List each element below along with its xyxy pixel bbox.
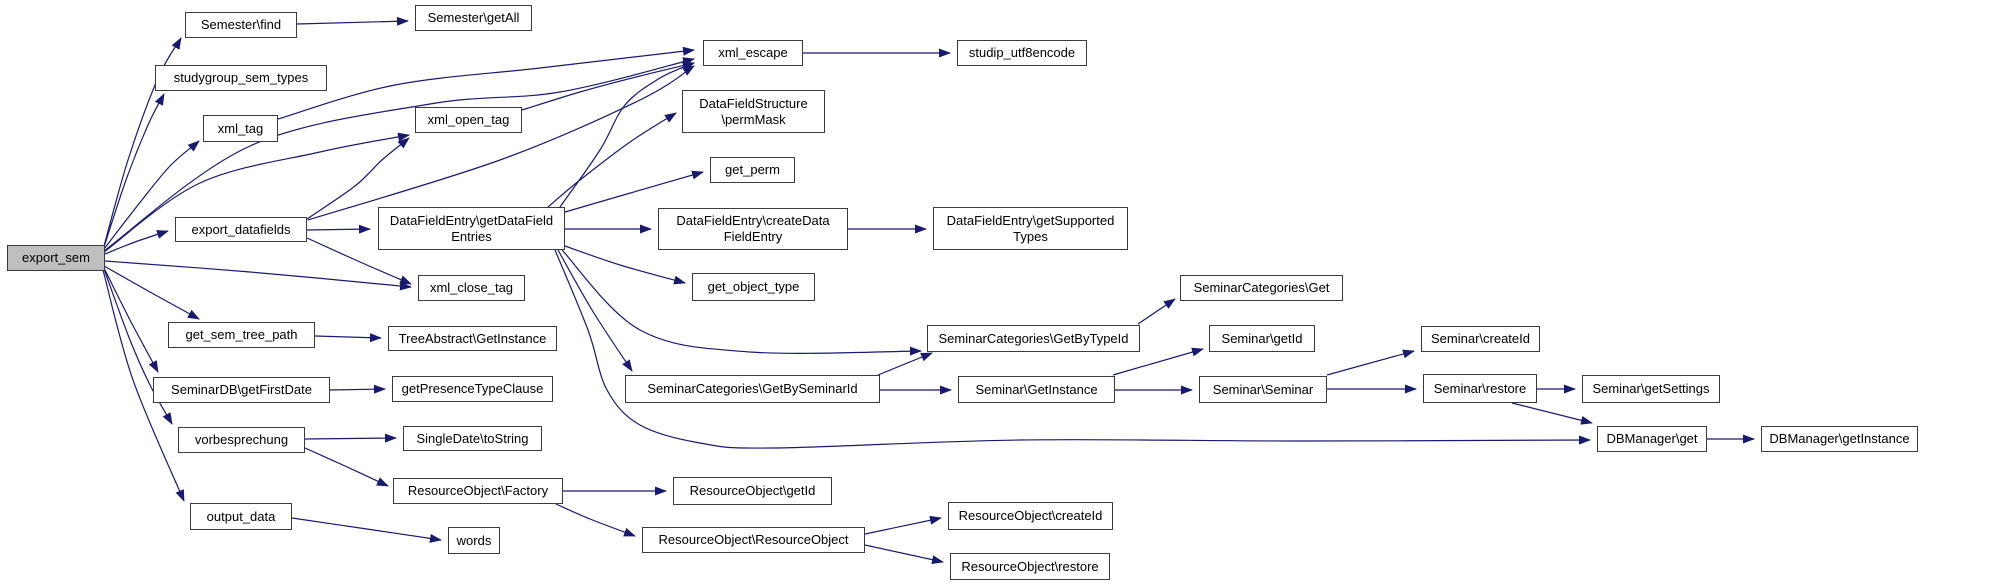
node-dbmanager_getinstance[interactable]: DBManager\getInstance (1761, 426, 1918, 452)
edge-semester_find--semester_getall (296, 16, 409, 26)
edge-dfe_getdatafieldentries--get_object_type (564, 245, 686, 285)
edge-export_sem--xml_escape (103, 57, 695, 252)
node-get_sem_tree_path[interactable]: get_sem_tree_path (168, 322, 315, 348)
node-resourceobject_restore[interactable]: ResourceObject\restore (950, 553, 1110, 580)
node-treeabstract_getinstance[interactable]: TreeAbstract\GetInstance (388, 326, 557, 351)
edge-dfe_getdatafieldentries--get_perm (564, 170, 704, 213)
node-studip_utf8encode[interactable]: studip_utf8encode (957, 40, 1087, 66)
edge-export_sem--vorbesprechung (103, 268, 173, 425)
edge-dfe_getdatafieldentries--seminarcategories_getbyseminarid (557, 249, 633, 372)
node-seminar_getid[interactable]: Seminar\getId (1209, 325, 1315, 352)
node-resourceobject_resourceobject[interactable]: ResourceObject\ResourceObject (642, 527, 865, 553)
node-seminardb_getfirstdate[interactable]: SeminarDB\getFirstDate (153, 377, 330, 403)
edge-vorbesprechung--resourceobject_factory (304, 447, 389, 487)
node-datafieldstructure_permmask[interactable]: DataFieldStructure \permMask (682, 90, 825, 133)
node-dfe_createdatafieldentry[interactable]: DataFieldEntry\createData FieldEntry (658, 208, 848, 250)
edge-seminarcategories_getbytypeid--seminarcategories_get (1137, 298, 1176, 325)
edge-export_sem--xml_open_tag (103, 132, 410, 253)
edge-xml_open_tag--xml_escape (521, 61, 695, 111)
node-seminar_getsettings[interactable]: Seminar\getSettings (1582, 375, 1720, 403)
edge-seminar_restore--dbmanager_get (1511, 402, 1593, 425)
node-get_perm[interactable]: get_perm (710, 157, 795, 183)
node-get_object_type[interactable]: get_object_type (692, 273, 815, 301)
edge-export_sem--xml_tag (103, 140, 200, 250)
edge-get_sem_tree_path--treeabstract_getinstance (314, 333, 382, 343)
edge-seminardb_getfirstdate--getpresencetypeclause (329, 384, 386, 394)
node-words[interactable]: words (448, 527, 500, 554)
node-singledate_tostring[interactable]: SingleDate\toString (403, 426, 542, 451)
node-studygroup_sem_types[interactable]: studygroup_sem_types (155, 65, 327, 91)
node-dbmanager_get[interactable]: DBManager\get (1597, 426, 1707, 452)
node-xml_open_tag[interactable]: xml_open_tag (415, 107, 522, 133)
node-xml_tag[interactable]: xml_tag (203, 115, 278, 142)
node-vorbesprechung[interactable]: vorbesprechung (178, 427, 305, 453)
edge-dfe_getdatafieldentries--datafieldstructure_permmask (547, 112, 677, 208)
edge-export_sem--studygroup_sem_types (103, 93, 165, 248)
edge-seminarcategories_getbyseminarid--seminarcategories_getbytypeid (877, 352, 933, 376)
node-seminar_restore[interactable]: Seminar\restore (1423, 374, 1537, 403)
node-export_sem: export_sem (7, 245, 105, 271)
edge-export_sem--semester_find (103, 37, 182, 247)
node-resourceobject_createid[interactable]: ResourceObject\createId (948, 502, 1113, 530)
edge-seminar_getinstance--seminar_getid (1112, 347, 1204, 376)
node-xml_close_tag[interactable]: xml_close_tag (418, 275, 525, 301)
edge-vorbesprechung--singledate_tostring (304, 433, 397, 443)
edge-resourceobject_resourceobject--resourceobject_restore (864, 544, 944, 565)
node-getpresencetypeclause[interactable]: getPresenceTypeClause (392, 376, 553, 402)
edge-export_sem--xml_close_tag (104, 260, 412, 291)
node-seminar_getinstance[interactable]: Seminar\GetInstance (958, 376, 1115, 403)
node-dfe_getdatafieldentries[interactable]: DataFieldEntry\getDataField Entries (378, 207, 565, 250)
edge-dfe_getdatafieldentries--seminarcategories_getbytypeid (561, 249, 922, 356)
node-output_data[interactable]: output_data (190, 503, 292, 530)
edge-export_datafields--xml_close_tag (306, 237, 412, 285)
node-resourceobject_getid[interactable]: ResourceObject\getId (673, 477, 832, 505)
edge-export_datafields--xml_open_tag (306, 137, 410, 220)
node-seminar_createid[interactable]: Seminar\createId (1421, 326, 1540, 352)
edge-seminar_seminar--seminar_createid (1326, 349, 1415, 376)
edge-export_sem--output_data (102, 269, 185, 502)
node-export_datafields[interactable]: export_datafields (175, 217, 307, 242)
edge-export_datafields--xml_escape (307, 65, 695, 221)
node-semester_find[interactable]: Semester\find (185, 12, 297, 38)
edge-output_data--words (291, 517, 442, 543)
node-seminarcategories_get[interactable]: SeminarCategories\Get (1180, 275, 1343, 301)
edge-resourceobject_factory--resourceobject_resourceobject (555, 503, 636, 537)
edge-export_sem--get_sem_tree_path (103, 265, 200, 320)
node-xml_escape[interactable]: xml_escape (703, 40, 803, 66)
edge-export_datafields--dfe_getdatafieldentries (306, 224, 371, 234)
node-seminarcategories_getbyseminarid[interactable]: SeminarCategories\GetBySeminarId (625, 375, 880, 403)
node-resourceobject_factory[interactable]: ResourceObject\Factory (393, 478, 563, 504)
node-semester_getall[interactable]: Semester\getAll (415, 5, 532, 31)
edge-dfe_getdatafieldentries--xml_escape (559, 62, 695, 208)
edge-resourceobject_resourceobject--resourceobject_createid (864, 515, 942, 535)
edge-export_sem--export_datafields (104, 230, 169, 255)
edge-dfe_getdatafieldentries--dbmanager_get (554, 249, 1591, 449)
node-seminarcategories_getbytypeid[interactable]: SeminarCategories\GetByTypeId (927, 325, 1140, 352)
edge-xml_tag--xml_escape (277, 46, 695, 120)
node-seminar_seminar[interactable]: Seminar\Seminar (1199, 376, 1327, 403)
edge-export_sem--seminardb_getfirstdate (103, 267, 159, 373)
node-dfe_getsupportedtypes[interactable]: DataFieldEntry\getSupported Types (933, 207, 1128, 250)
